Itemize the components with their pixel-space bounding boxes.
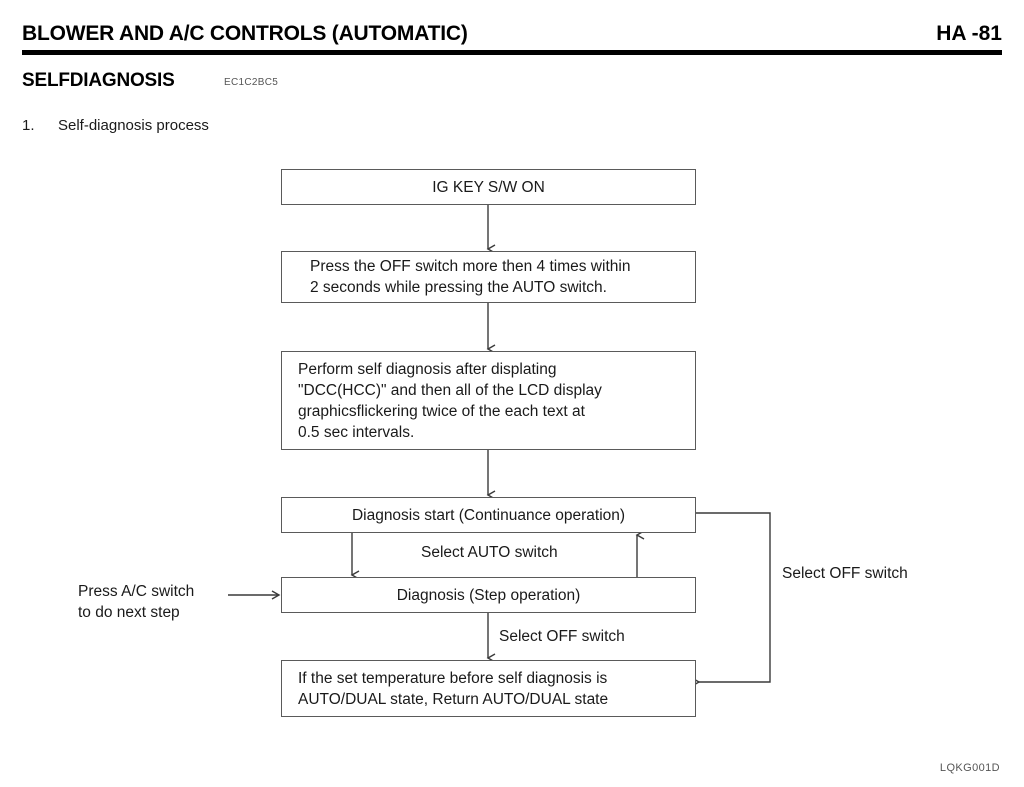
flow-box-diagnosis-start-text: Diagnosis start (Continuance operation): [351, 506, 626, 524]
section-heading: SELFDIAGNOSIS: [22, 70, 175, 91]
flow-box-diagnosis-step-text: Diagnosis (Step operation): [396, 586, 581, 604]
footer-reference-code: LQKG001D: [939, 762, 1000, 774]
flow-label-select-off-switch-right: Select OFF switch: [782, 565, 908, 582]
flow-box-return-state: If the set temperature before self diagn…: [281, 660, 696, 717]
flow-box-diagnosis-step: Diagnosis (Step operation): [281, 577, 696, 613]
flow-box-diagnosis-start: Diagnosis start (Continuance operation): [281, 497, 696, 533]
flow-box-perform-self-diagnosis-text: Perform self diagnosis after displating …: [298, 360, 602, 441]
flow-box-perform-self-diagnosis: Perform self diagnosis after displating …: [281, 351, 696, 450]
flow-label-select-off-switch-middle: Select OFF switch: [499, 628, 625, 645]
flow-label-press-ac-switch: Press A/C switch to do next step: [78, 583, 195, 621]
section-reference-code: EC1C2BC5: [224, 77, 279, 88]
list-item-label: Self-diagnosis process: [58, 117, 209, 134]
flow-box-press-off-text: Press the OFF switch more then 4 times w…: [310, 258, 631, 296]
page-title: BLOWER AND A/C CONTROLS (AUTOMATIC): [22, 22, 468, 45]
flow-box-press-off: Press the OFF switch more then 4 times w…: [281, 251, 696, 303]
flow-box-ig-key: IG KEY S/W ON: [281, 169, 696, 205]
flow-box-return-state-text: If the set temperature before self diagn…: [298, 669, 609, 708]
flow-label-select-auto-switch: Select AUTO switch: [421, 544, 558, 561]
header-divider-rule: [22, 50, 1002, 55]
flow-box-ig-key-text: IG KEY S/W ON: [432, 178, 545, 196]
page-header: BLOWER AND A/C CONTROLS (AUTOMATIC) HA -…: [0, 0, 1024, 60]
list-item-number: 1.: [22, 117, 35, 134]
page-number: HA -81: [936, 22, 1002, 45]
